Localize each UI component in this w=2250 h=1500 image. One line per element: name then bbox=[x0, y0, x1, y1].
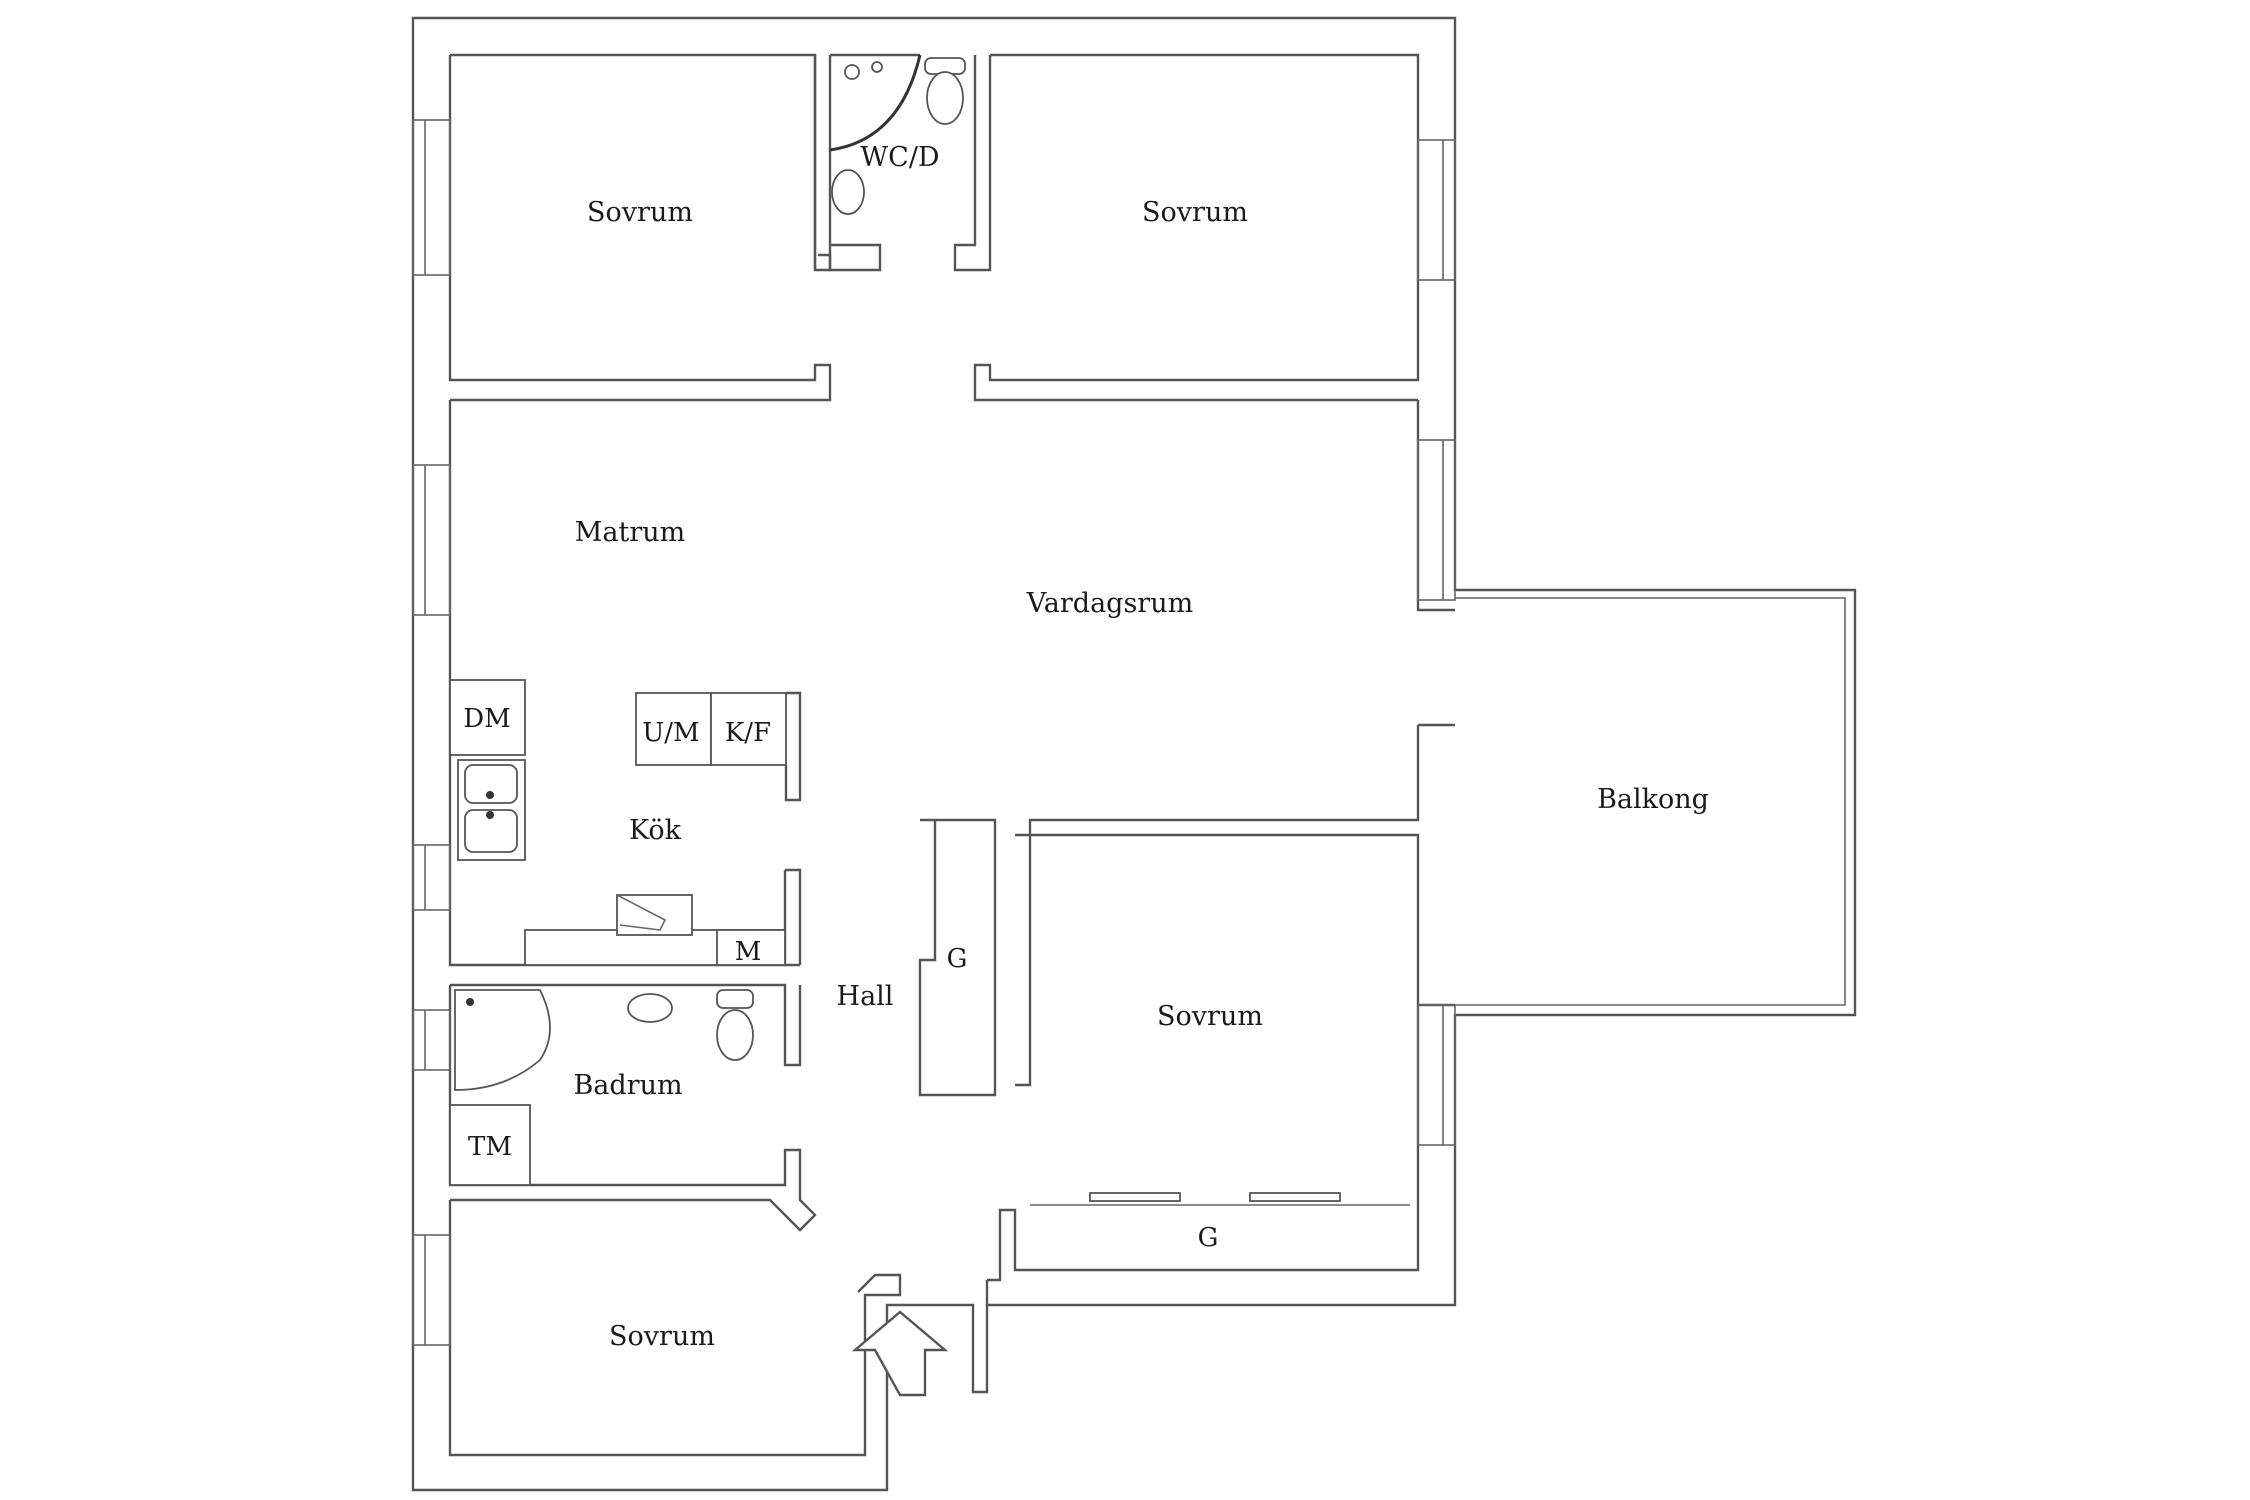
room-label-hall: Hall bbox=[837, 981, 894, 1012]
fixture-label-m: M bbox=[735, 937, 762, 967]
room-label-sovrum-bottom-left: Sovrum bbox=[609, 1321, 715, 1352]
wc-sink-icon bbox=[831, 169, 865, 215]
dishwasher-box bbox=[449, 679, 526, 756]
bathroom-fixtures bbox=[449, 989, 754, 1186]
fridge-box bbox=[710, 692, 787, 766]
entrance-arrow-icon bbox=[851, 1310, 949, 1397]
windows bbox=[412, 119, 1456, 1346]
fixture-label-g-hall: G bbox=[947, 944, 968, 974]
room-label-vardagsrum: Vardagsrum bbox=[1026, 588, 1193, 619]
room-label-kok: Kök bbox=[629, 815, 682, 846]
tm-box bbox=[449, 1104, 531, 1186]
interior-walls bbox=[448, 53, 1455, 1457]
wc-fixtures bbox=[829, 54, 966, 215]
fixture-label-g-bedroom: G bbox=[1198, 1223, 1219, 1253]
fixture-label-kf: K/F bbox=[725, 718, 771, 748]
fixture-label-tm: TM bbox=[468, 1132, 512, 1162]
room-label-sovrum-top-right: Sovrum bbox=[1142, 197, 1248, 228]
room-label-matrum: Matrum bbox=[575, 517, 686, 548]
microwave-box bbox=[716, 929, 786, 966]
room-label-sovrum-middle-right: Sovrum bbox=[1157, 1001, 1263, 1032]
shower-curtain-icon bbox=[829, 54, 922, 152]
room-label-badrum: Badrum bbox=[573, 1070, 682, 1101]
washbasin-icon bbox=[627, 993, 673, 1023]
oven-box bbox=[635, 692, 712, 766]
room-label-balkong: Balkong bbox=[1597, 784, 1709, 815]
shower-icon bbox=[454, 989, 551, 1091]
room-label-sovrum-top-left: Sovrum bbox=[587, 197, 693, 228]
wc-toilet-icon bbox=[926, 71, 964, 125]
kitchen-fixtures bbox=[449, 679, 802, 966]
fixture-label-dm: DM bbox=[463, 704, 510, 734]
wardrobe-doors bbox=[1030, 1192, 1410, 1206]
room-label-wc-d: WC/D bbox=[860, 142, 939, 173]
fixture-label-um: U/M bbox=[642, 718, 699, 748]
toilet-icon bbox=[716, 1009, 754, 1061]
